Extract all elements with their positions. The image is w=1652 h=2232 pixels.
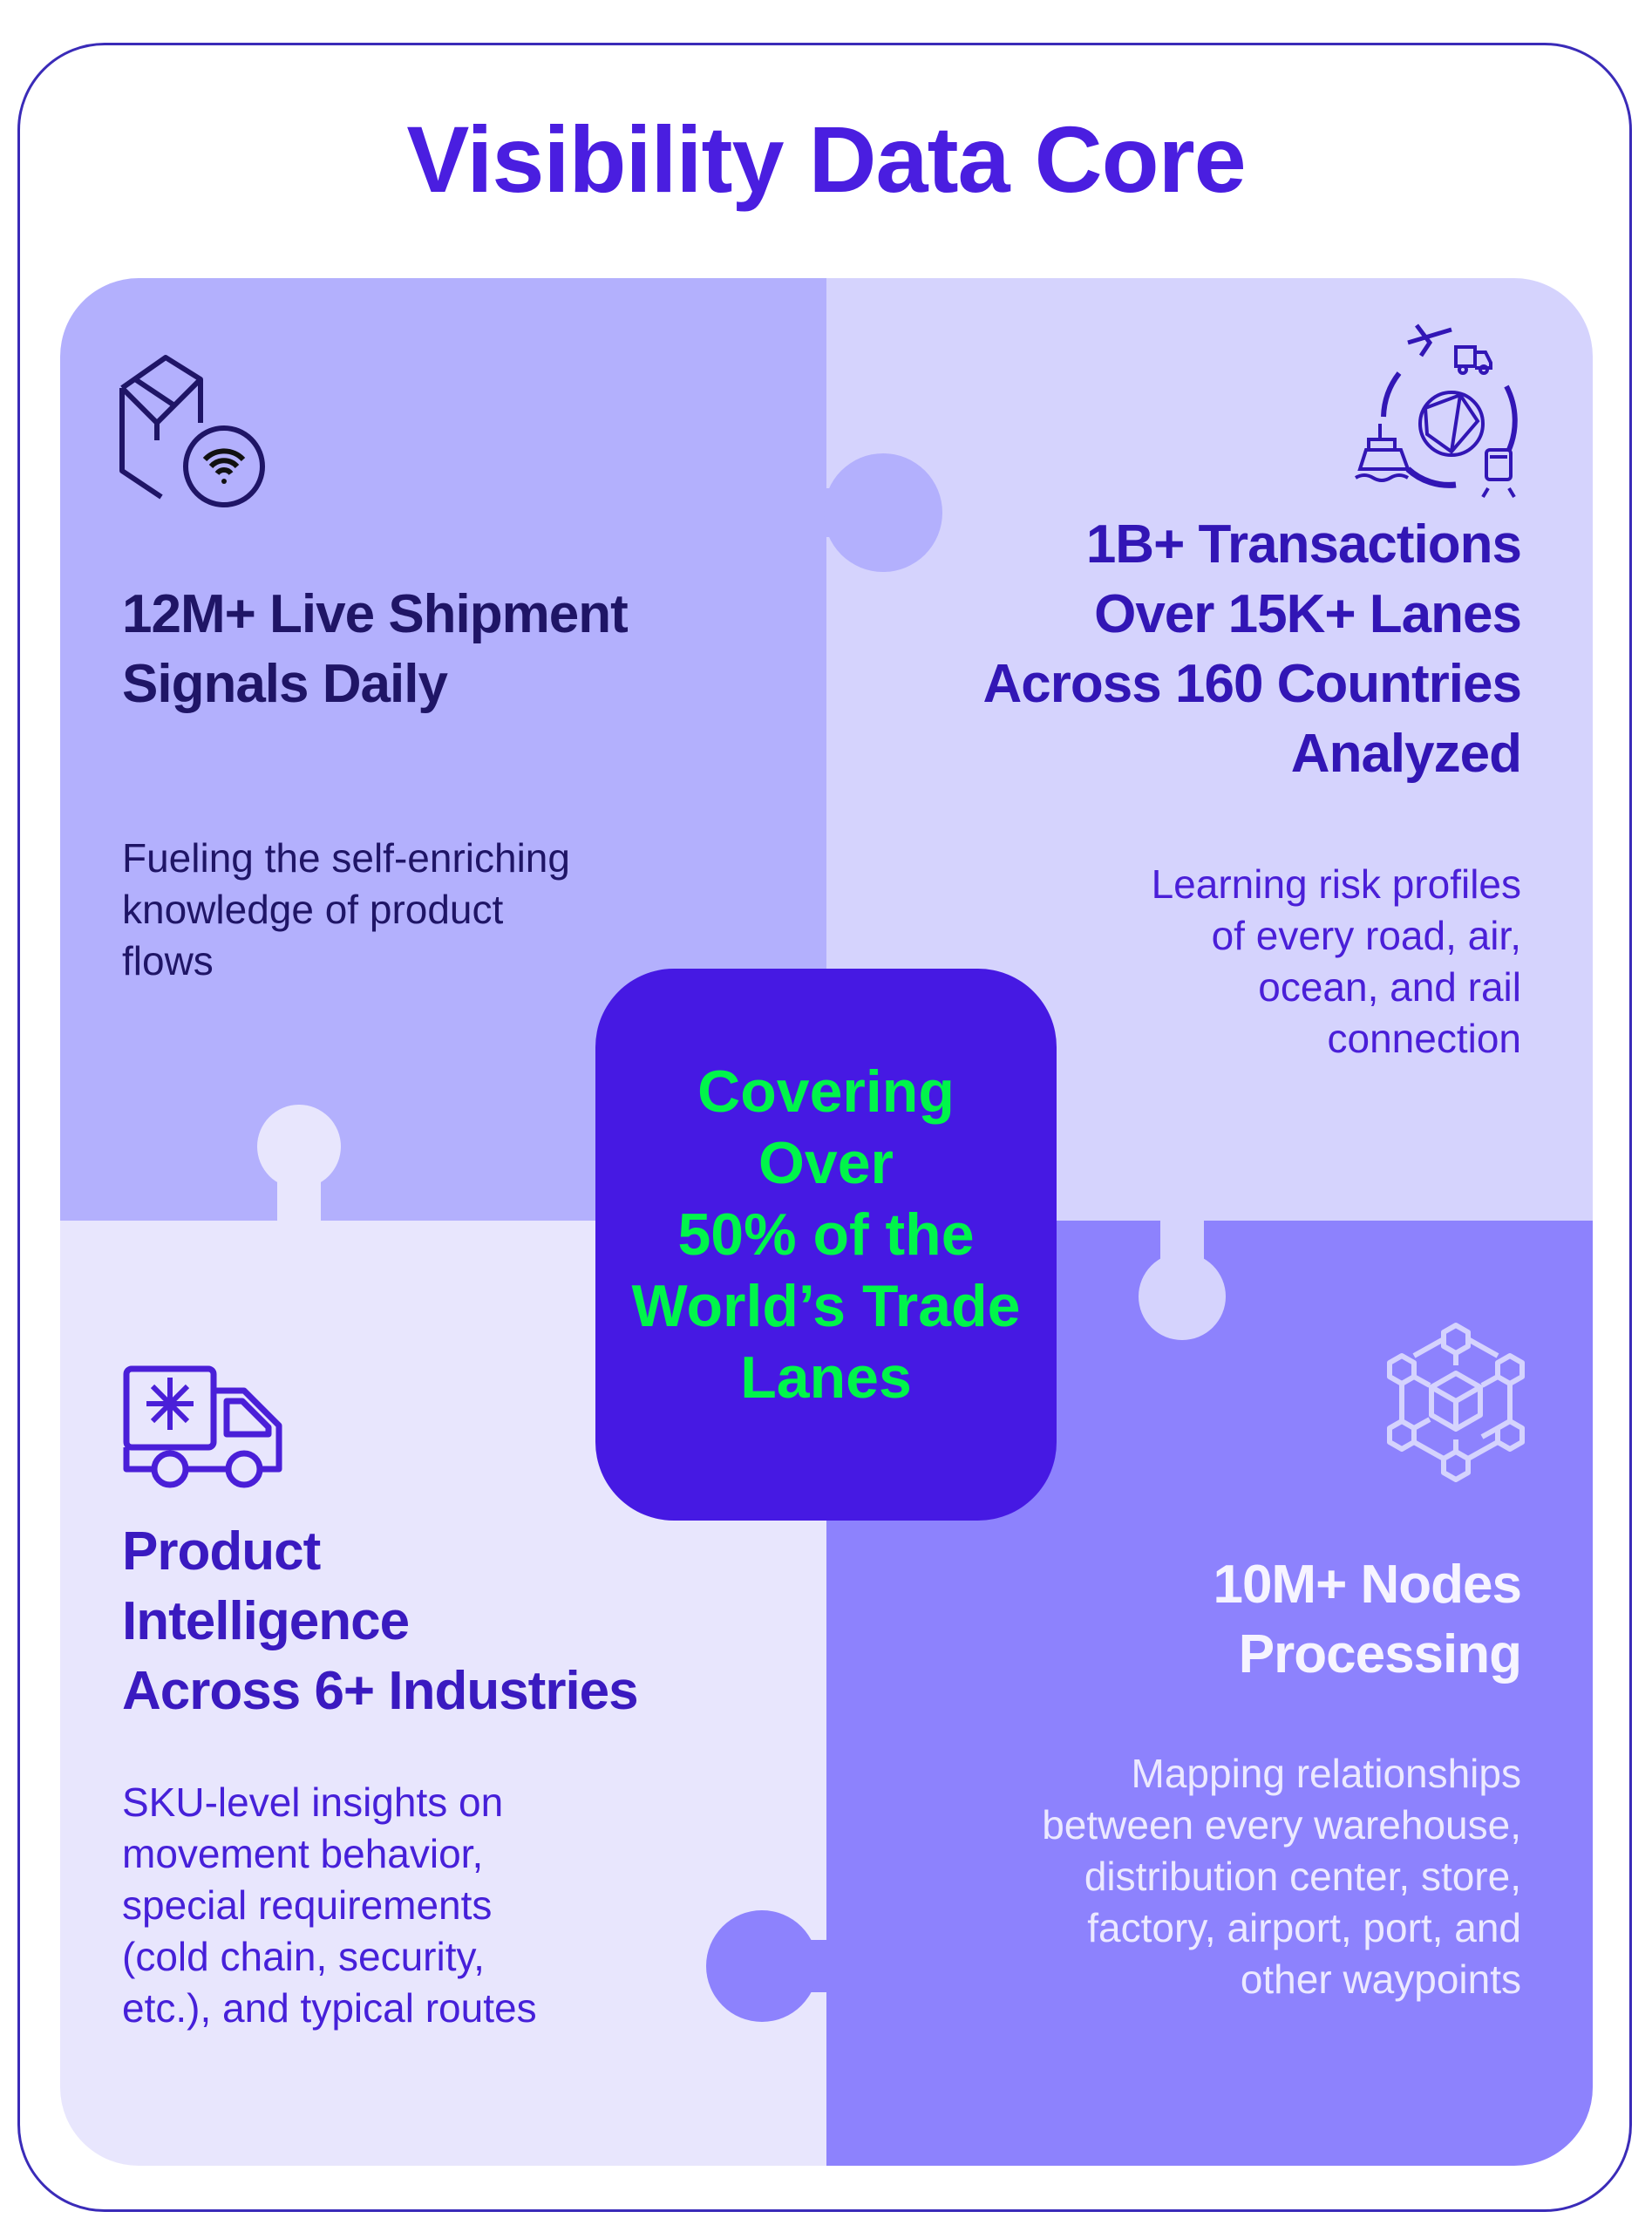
body-line: movement behavior,	[122, 1831, 484, 1876]
heading-line: 12M+ Live Shipment	[122, 584, 629, 644]
outer-frame	[17, 43, 1632, 2212]
page-title: Visibility Data Core	[406, 106, 1246, 212]
coverage-text: Covering Over 50% of the World’s Trade L…	[595, 1056, 1057, 1413]
coverage-line: 50% of the	[677, 1201, 975, 1268]
product-intelligence-heading: Product Intelligence Across 6+ Industrie…	[122, 1517, 639, 1726]
coverage-line: Covering	[697, 1058, 955, 1125]
body-line: factory, airport, port, and	[1087, 1905, 1521, 1950]
coverage-line: World’s Trade	[631, 1273, 1021, 1339]
body-line: Learning risk profiles	[1151, 861, 1521, 907]
body-line: Fueling the self-enriching	[122, 835, 570, 881]
nodes-processing-body: Mapping relationships between every ware…	[1042, 1748, 1521, 2005]
coverage-line: Lanes	[740, 1344, 912, 1411]
package-wifi-icon	[119, 355, 265, 507]
product-intelligence-body: SKU-level insights on movement behavior,…	[122, 1777, 537, 2034]
puzzle-tab-bottom-left	[257, 1105, 341, 1222]
heading-line: Product	[122, 1521, 321, 1582]
body-line: etc.), and typical routes	[122, 1985, 537, 2031]
heading-line: 1B+ Transactions	[1085, 514, 1522, 575]
shipment-signals-heading: 12M+ Live Shipment Signals Daily	[122, 580, 629, 719]
body-line: distribution center, store,	[1084, 1854, 1521, 1899]
transactions-heading: 1B+ Transactions Over 15K+ Lanes Across …	[982, 510, 1522, 789]
heading-line: 10M+ Nodes	[1213, 1555, 1522, 1615]
nodes-processing-heading: 10M+ Nodes Processing	[1213, 1550, 1522, 1690]
body-line: (cold chain, security,	[122, 1934, 485, 1979]
heading-line: Intelligence	[122, 1591, 410, 1651]
heading-line: Processing	[1238, 1624, 1522, 1684]
body-line: Mapping relationships	[1131, 1751, 1522, 1796]
body-line: between every warehouse,	[1042, 1802, 1521, 1848]
body-line: ocean, and rail	[1258, 964, 1521, 1010]
body-line: special requirements	[122, 1882, 493, 1928]
body-line: flows	[122, 938, 214, 983]
body-line: SKU-level insights on	[122, 1779, 504, 1825]
body-line: of every road, air,	[1211, 913, 1521, 958]
body-line: other waypoints	[1240, 1956, 1521, 2002]
puzzle-tab-bottom-right	[706, 1910, 828, 2022]
body-line: connection	[1327, 1016, 1522, 1061]
network-nodes-icon	[1387, 1323, 1525, 1482]
transactions-body: Learning risk profiles of every road, ai…	[1152, 859, 1521, 1065]
heading-line: Signals Daily	[122, 654, 448, 714]
puzzle-tab-top-right	[1139, 1219, 1226, 1340]
heading-line: Analyzed	[1290, 724, 1522, 784]
center-coverage-box: Covering Over 50% of the World’s Trade L…	[595, 969, 1057, 1521]
heading-line: Across 160 Countries	[982, 654, 1522, 714]
body-line: knowledge of product	[122, 887, 504, 932]
coverage-line: Over	[758, 1130, 894, 1196]
global-transport-icon	[1354, 323, 1518, 499]
heading-line: Across 6+ Industries	[122, 1661, 639, 1721]
refrigerated-truck-icon	[123, 1365, 282, 1488]
heading-line: Over 15K+ Lanes	[1094, 584, 1522, 644]
shipment-signals-body: Fueling the self-enriching knowledge of …	[122, 833, 570, 987]
puzzle-tab-top-left	[824, 453, 942, 572]
